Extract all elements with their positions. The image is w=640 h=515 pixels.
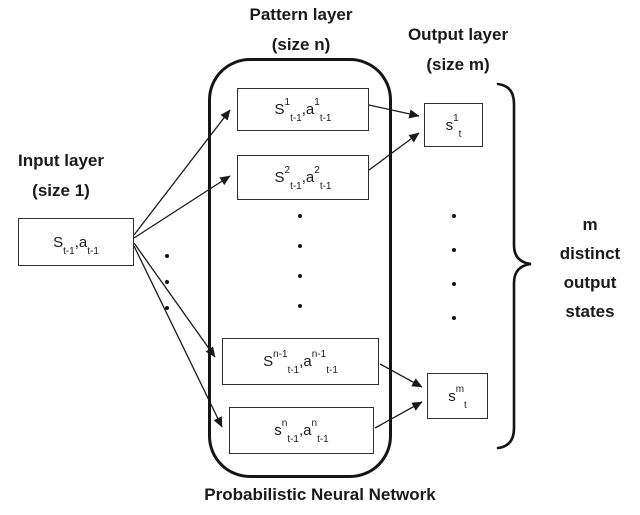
label-sub: t [458, 128, 462, 140]
pattern-layer-title-line1: Pattern layer [249, 5, 353, 24]
brace-annotation-line1: m [582, 215, 598, 234]
label-sup: n [311, 418, 318, 429]
label-base: ,a [301, 101, 315, 118]
label-base: ,a [74, 233, 88, 251]
label-sub: t-1 [319, 113, 332, 124]
pattern-unit-label-1: S1t-1,a1t-1 [274, 98, 332, 124]
label-base: s [445, 116, 454, 134]
output-layer-title-line2: (size m) [426, 55, 490, 74]
label-sup: 1 [314, 97, 320, 108]
label-sup: 1 [453, 112, 459, 124]
pattern-layer-title-line2: (size n) [271, 35, 331, 54]
input-unit-box: St-1,at-1 [18, 218, 134, 266]
label-sub: t-1 [287, 365, 300, 376]
input-layer-title-line2: (size 1) [32, 181, 90, 200]
vertical-ellipsis-pattern-layer [298, 214, 302, 308]
ellipsis-dot [165, 306, 169, 310]
label-sup: n-1 [311, 349, 327, 360]
label-sup: 2 [314, 165, 320, 176]
label-base: S [274, 169, 285, 186]
label-base: S [263, 353, 274, 370]
ellipsis-dot [452, 282, 456, 286]
pattern-unit-box-2: S2t-1,a2t-1 [237, 155, 369, 200]
pattern-unit-box-n-1: Sn-1t-1,an-1t-1 [222, 338, 379, 385]
output-unit-label-m: smt [448, 384, 467, 410]
vertical-ellipsis-output-layer [452, 214, 456, 320]
label-sub: t [464, 399, 467, 411]
ellipsis-dot [298, 244, 302, 248]
input-layer-title-line1: Input layer [18, 151, 104, 170]
label-sub: t-1 [319, 181, 332, 192]
pattern-unit-box-n: snt-1,ant-1 [229, 407, 374, 454]
ellipsis-dot [298, 304, 302, 308]
label-sub: t-1 [317, 434, 329, 445]
label-sub: t-1 [326, 365, 338, 376]
label-sub: t-1 [63, 245, 75, 257]
pattern-unit-label-n: snt-1,ant-1 [274, 419, 328, 445]
ellipsis-dot [298, 214, 302, 218]
pattern-unit-label-2: S2t-1,a2t-1 [274, 166, 332, 192]
pattern-unit-label-n-1: Sn-1t-1,an-1t-1 [263, 350, 338, 376]
diagram-caption: Probabilistic Neural Network [204, 485, 436, 504]
ellipsis-dot [165, 280, 169, 284]
label-sup: 2 [284, 165, 291, 176]
label-sub: t-1 [287, 434, 299, 445]
label-base: ,a [301, 169, 315, 186]
label-base: S [53, 233, 64, 251]
label-base: S [274, 101, 285, 118]
label-base: ,a [299, 353, 312, 370]
label-base: ,a [298, 422, 312, 439]
label-sup: n-1 [273, 349, 288, 360]
brace-annotation-line2: distinct [559, 244, 621, 263]
output-unit-box-m: smt [427, 373, 488, 419]
label-sup: n [281, 418, 288, 429]
input-unit-label: St-1,at-1 [53, 233, 99, 257]
label-sub: t-1 [290, 113, 302, 124]
output-layer-title: Output layer (size m) [396, 20, 520, 80]
input-layer-title: Input layer (size 1) [0, 146, 122, 206]
brace-annotation: m distinct output states [543, 210, 637, 326]
vertical-ellipsis-input-fanout [165, 254, 169, 310]
label-sup: 1 [284, 97, 291, 108]
pattern-layer-title: Pattern layer (size n) [208, 0, 394, 60]
brace-annotation-line3: output [563, 273, 617, 292]
output-layer-title-line1: Output layer [407, 25, 509, 44]
label-sub: t-1 [290, 181, 302, 192]
ellipsis-dot [298, 274, 302, 278]
pattern-unit-box-1: S1t-1,a1t-1 [237, 88, 369, 131]
output-unit-box-1: s1 t [424, 103, 483, 147]
ellipsis-dot [452, 316, 456, 320]
ellipsis-dot [165, 254, 169, 258]
ellipsis-dot [452, 214, 456, 218]
label-base: s [448, 387, 456, 405]
ellipsis-dot [452, 248, 456, 252]
curly-brace [496, 82, 532, 450]
label-base: s [274, 422, 282, 439]
label-sup: m [455, 383, 465, 395]
label-sub: t-1 [87, 245, 99, 257]
brace-annotation-line4: states [565, 302, 615, 321]
arrow-input-to-pattern-3 [133, 242, 216, 358]
output-unit-label-1: s1 t [445, 113, 462, 139]
